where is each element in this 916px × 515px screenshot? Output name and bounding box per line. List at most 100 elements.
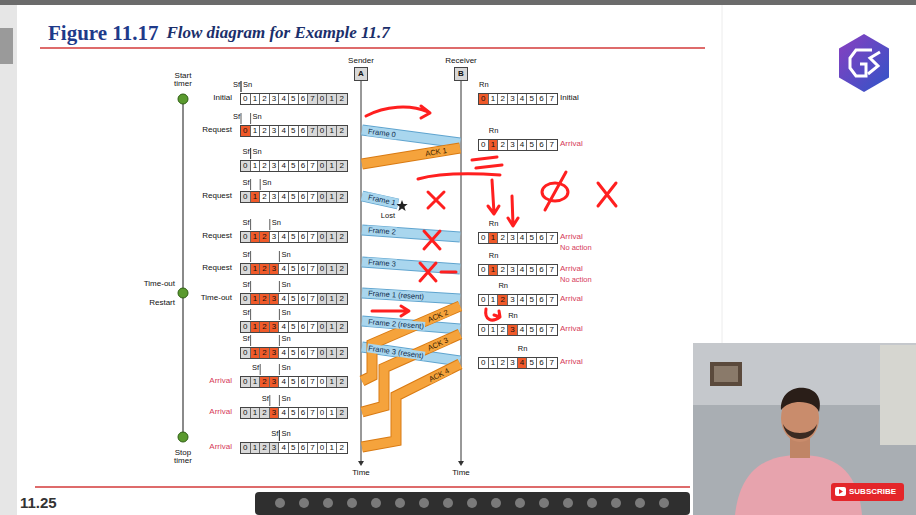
window-cell: 6 [299,264,309,274]
window-cell: 0 [241,232,251,242]
window-cell: 0 [318,264,328,274]
pointer-tick [279,309,280,320]
figure-number: Figure 11.17 [48,21,158,45]
window-cell: 3 [270,294,280,304]
window-cell: 0 [479,325,489,335]
window-cell: 0 [241,161,251,171]
window-cell: 1 [251,408,261,418]
pointer-label: Sf [243,281,250,290]
window-cell: 3 [270,192,280,202]
window-cell: 7 [547,233,557,243]
pointer-label: Rn [518,345,528,354]
frame-label: Frame 1 (resent) [367,289,425,302]
pointer-label: Rn [489,220,499,229]
pen-arrow [366,107,428,116]
timer-dot [178,288,188,298]
window-cell: 1 [327,192,337,202]
sender-window: 01234567012 [240,191,348,203]
pointer-label: Sf [262,395,269,404]
sender-window: 01234567012 [240,442,348,454]
window-cell: 3 [270,264,280,274]
window-cell: 5 [289,94,299,104]
window-cell: 2 [337,126,347,136]
station: SenderA [336,55,386,81]
window-cell: 0 [241,94,251,104]
window-cell: 3 [508,265,518,275]
receiver-window: 01234567 [478,357,558,369]
pen-arrow [421,106,430,118]
window-cell: 2 [337,377,347,387]
window-cell: 5 [527,295,537,305]
pointer-tick [269,219,270,230]
window-cell: 7 [308,126,318,136]
window-cell: 2 [498,140,508,150]
pen-arrow [486,309,500,320]
sender-window: 01234567012 [240,321,348,333]
pointer-tick [250,148,251,159]
toolbar-icon [347,498,357,508]
frame-label: Frame 2 (resent) [367,317,425,331]
toolbar-icon [419,498,429,508]
side-tab [0,28,13,64]
window-cell: 7 [547,265,557,275]
window-cell: 4 [279,348,289,358]
station: ReceiverB [436,55,486,81]
window-cell: 1 [251,161,261,171]
pointer-tick [260,364,261,375]
window-cell: 0 [318,161,328,171]
window-cell: 0 [318,232,328,242]
presenter-video [693,343,916,515]
window-cell: 0 [479,94,489,104]
toolbar-icon [371,498,381,508]
window-cell: 1 [251,232,261,242]
text-label: Start timer [168,72,198,89]
window-cell: 1 [327,264,337,274]
pointer-tick [260,179,261,190]
window-cell: 1 [251,322,261,332]
window-cell: 3 [508,325,518,335]
window-cell: 5 [289,377,299,387]
window-cell: 2 [260,94,270,104]
window-cell: 2 [260,126,270,136]
window-cell: 6 [537,233,547,243]
frame-label: Frame 3 (resent) [366,343,425,360]
window-cell: 1 [327,294,337,304]
window-cell: 7 [308,232,318,242]
window-cell: 0 [318,348,328,358]
event-label: Arrival [560,232,583,241]
window-cell: 7 [308,294,318,304]
window-cell: 0 [241,377,251,387]
window-cell: 2 [337,94,347,104]
window-cell: 0 [479,265,489,275]
event-note: No action [560,244,592,253]
ack-label: ACK 2 [425,307,450,325]
event-label: Initial [560,93,579,102]
station-box: B [454,67,468,81]
window-cell: 2 [260,322,270,332]
pointer-tick [279,364,280,375]
window-cell: 1 [327,94,337,104]
timeline-arrow [358,461,364,466]
pointer-tick [250,219,251,230]
window-cell: 6 [299,408,309,418]
sender-window: 01234567012 [240,407,348,419]
window-cell: 3 [270,408,280,418]
window-cell: 5 [289,443,299,453]
pen-mark [441,271,456,274]
window-cell: 1 [489,325,499,335]
window-cell: 4 [279,408,289,418]
lost-star [396,200,407,211]
pen-mark [472,157,497,160]
text-label: Restart [149,298,175,307]
window-cell: 7 [308,161,318,171]
toolbar-icon [275,498,285,508]
text-label: Time [352,468,369,477]
pointer-tick [279,430,280,441]
window-cell: 2 [260,377,270,387]
window-cell: 4 [279,126,289,136]
pointer-label: Rn [498,282,508,291]
event-label: Arrival [209,376,232,385]
window-cell: 0 [241,294,251,304]
pointer-tick [250,148,251,159]
window-cell: 6 [537,94,547,104]
